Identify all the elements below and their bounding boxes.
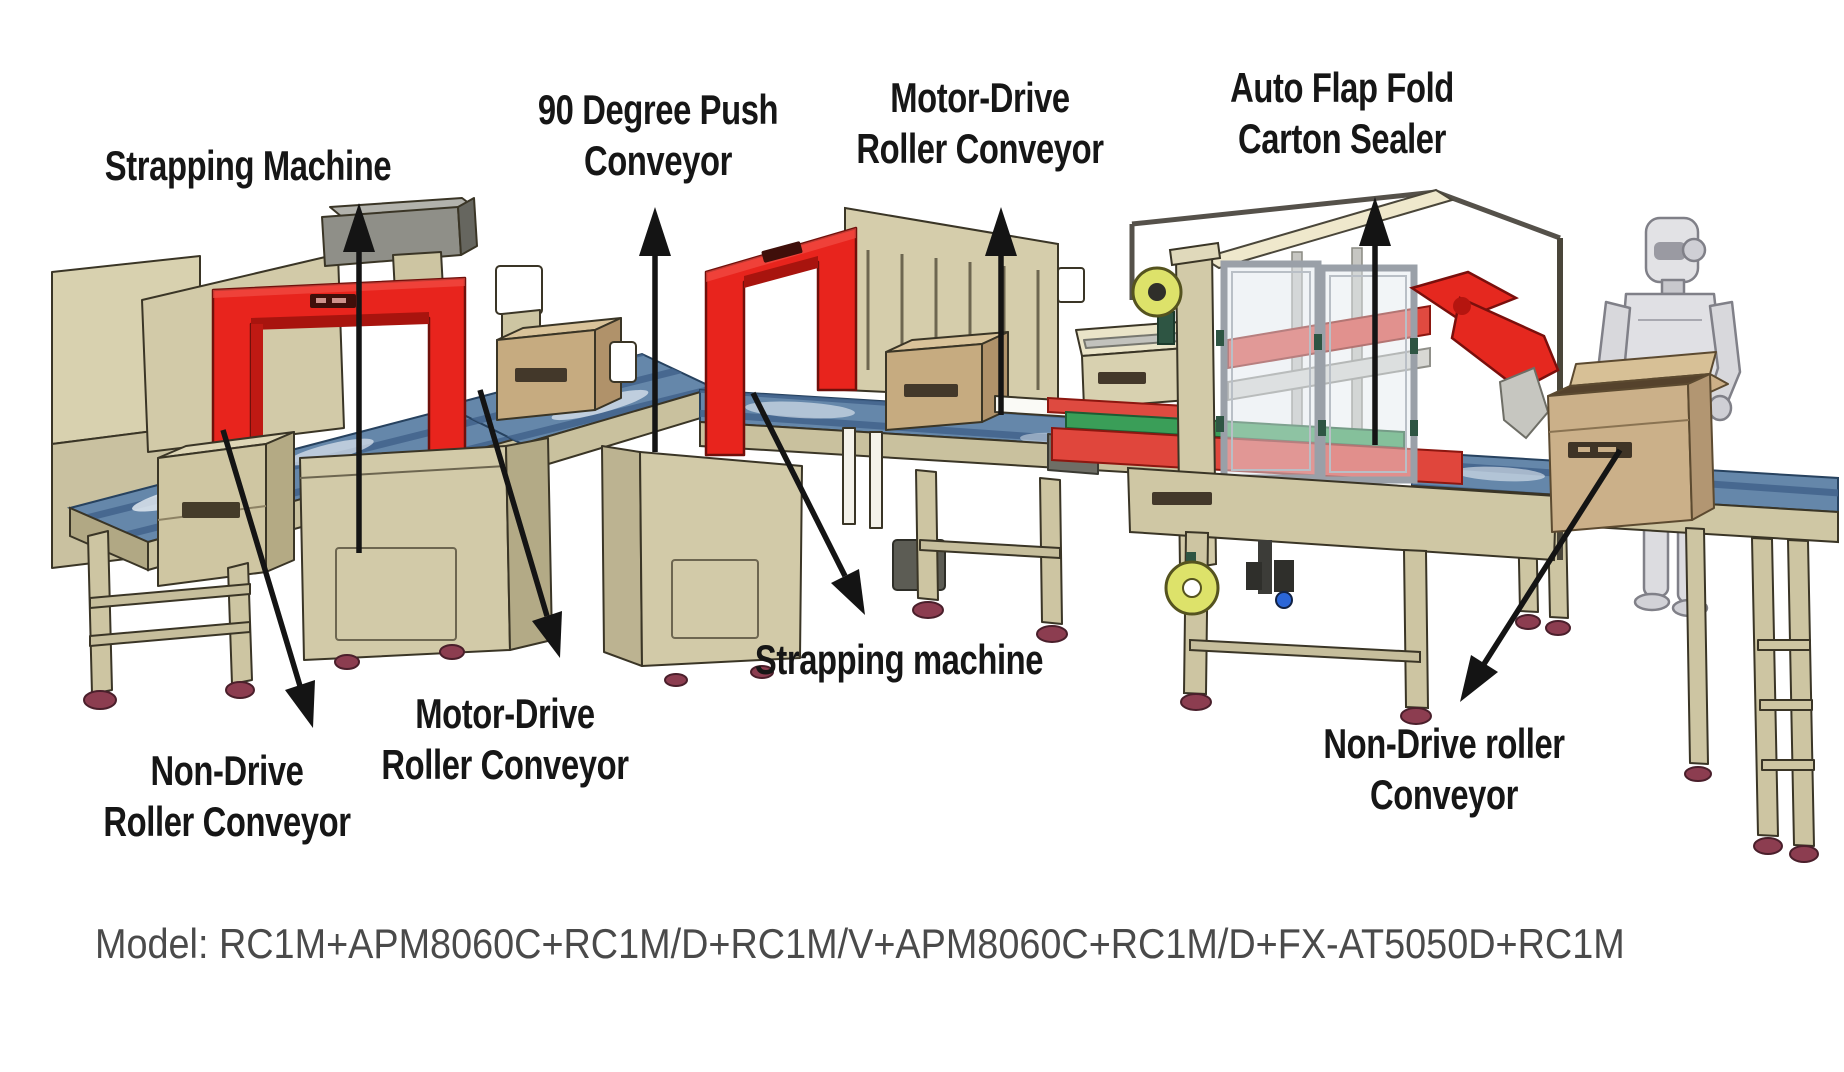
carton-box-junction (496, 317, 637, 421)
pneumatic-unit (1246, 540, 1294, 609)
model-code-line: Model: RC1M+APM8060C+RC1M/D+RC1M/V+APM80… (95, 920, 1625, 967)
flap-fold-arm (1409, 270, 1560, 440)
label-carton-sealer: Auto Flap Fold Carton Sealer (1230, 64, 1454, 163)
label-motor-drive-top: Motor-Drive Roller Conveyor (856, 74, 1104, 173)
arrow-carton-sealer (1359, 197, 1391, 445)
caster (664, 673, 688, 687)
leveling-foot (1545, 620, 1571, 636)
robot-visor (1654, 242, 1686, 260)
carton-sealer (1047, 188, 1563, 725)
label-strapping-machine-bottom: Strapping machine (754, 636, 1044, 683)
carton-box-1 (157, 431, 295, 587)
carton-box-3-open (1547, 351, 1729, 533)
arrow-non-drive-left (220, 429, 315, 728)
leveling-foot (1789, 845, 1819, 863)
machine-logo (1152, 492, 1212, 505)
label-push-conveyor: 90 Degree Push Conveyor (537, 86, 779, 185)
callout-arrows (220, 197, 1623, 728)
leveling-foot (912, 601, 944, 619)
leveling-foot (1180, 693, 1212, 711)
leveling-foot (225, 681, 255, 699)
strapping-machine-2-arch (704, 226, 858, 457)
arrow-motor-drive-top (985, 207, 1017, 415)
label-motor-drive-bottom: Motor-Drive Roller Conveyor (381, 690, 629, 789)
arrow-non-drive-right (1460, 448, 1623, 702)
leveling-foot (1515, 614, 1541, 630)
arrow-push-conveyor (639, 207, 671, 452)
tape-roll-top (1131, 266, 1183, 345)
brand-plate (761, 241, 803, 263)
leveling-foot (1684, 766, 1712, 782)
leveling-foot (439, 644, 465, 660)
arrow-strapping-machine-bottom (750, 391, 865, 615)
label-non-drive-left: Non-Drive Roller Conveyor (103, 747, 351, 846)
leveling-foot (334, 654, 360, 670)
leveling-foot (1400, 707, 1432, 725)
leveling-foot (83, 690, 117, 710)
leveling-foot (1753, 837, 1783, 855)
box-logo (182, 502, 240, 518)
label-non-drive-right: Non-Drive roller Conveyor (1323, 720, 1565, 819)
sealer-glass-door (1220, 260, 1322, 482)
arrow-strapping-machine-top (343, 203, 375, 553)
tape-roll-bottom (1164, 552, 1220, 616)
caster (750, 665, 774, 679)
label-strapping-machine-top: Strapping Machine (104, 142, 392, 189)
carton-box-2 (885, 331, 1091, 431)
arrow-motor-drive-bottom (477, 389, 562, 658)
machine-logo (1098, 372, 1146, 384)
sealer-glass-door (1318, 264, 1418, 484)
box-logo (904, 384, 958, 397)
box-logo (515, 368, 567, 382)
leveling-foot (1036, 625, 1068, 643)
machine-bases-and-legs (83, 427, 1099, 710)
